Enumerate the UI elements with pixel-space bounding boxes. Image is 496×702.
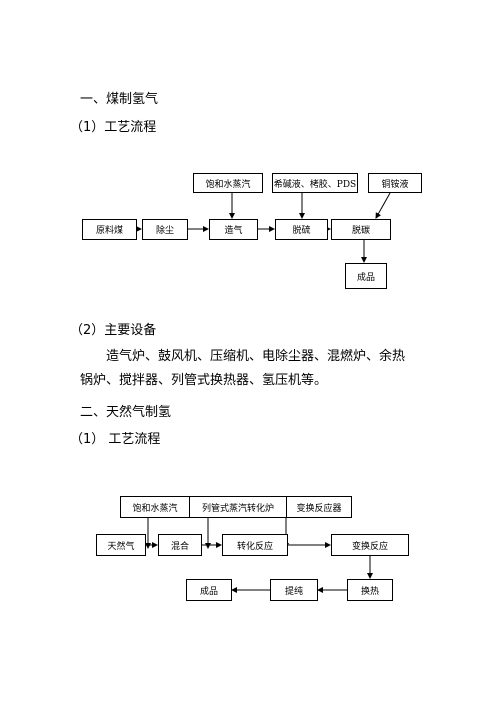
flow2-input-reformer: 列管式蒸汽转化炉 [189, 496, 287, 518]
flow1-step-raw-coal: 原料煤 [82, 219, 137, 240]
section1-title: 一、煤制氢气 [80, 92, 159, 107]
section1-equipment-text: 造气炉、鼓风机、压缩机、电除尘器、混燃炉、余热 锅炉、搅拌器、列管式换热器、氢压… [80, 345, 420, 393]
equipment-line-1: 造气炉、鼓风机、压缩机、电除尘器、混燃炉、余热 [106, 349, 406, 364]
flow2-product: 成品 [186, 579, 232, 601]
flow1-step-desulfur: 脱硫 [275, 219, 328, 240]
flow2-step-natural-gas: 天然气 [96, 534, 146, 556]
flow1-input-chemicals: 希碱液、栲胶、PDS [272, 173, 358, 193]
flow1-step-decarbon: 脱碳 [331, 219, 391, 240]
flow1-step-dedust: 除尘 [142, 219, 188, 240]
flow2-heat-exchange: 换热 [347, 579, 393, 601]
flow2-input-shift-reactor: 变换反应器 [286, 496, 352, 518]
section1-equipment-heading: （2）主要设备 [70, 323, 157, 338]
flow1-input-steam: 饱和水蒸汽 [193, 173, 263, 193]
section2-title: 二、天然气制氢 [80, 405, 172, 420]
flow1-product: 成品 [345, 263, 387, 289]
flow2-input-steam: 饱和水蒸汽 [120, 496, 190, 518]
equipment-line-2: 锅炉、搅拌器、列管式换热器、氢压机等。 [80, 373, 328, 388]
flow1-input-copper-ammonia: 铜铵液 [368, 173, 422, 193]
flow1-step-gasify: 造气 [209, 219, 258, 240]
flow2-purify: 提纯 [270, 579, 318, 601]
section2-process-heading: （1） 工艺流程 [70, 432, 161, 447]
section1-process-heading: （1）工艺流程 [70, 120, 157, 135]
flow2-step-reforming: 转化反应 [222, 534, 288, 556]
flow2-step-mix: 混合 [158, 534, 202, 556]
flow2-step-shift: 变换反应 [331, 534, 409, 556]
